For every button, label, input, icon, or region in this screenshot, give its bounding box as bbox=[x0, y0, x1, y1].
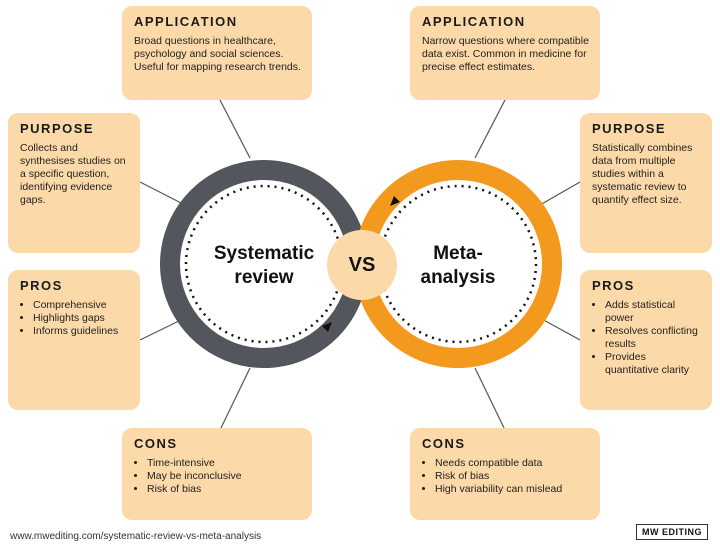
connector-left-application bbox=[219, 99, 251, 159]
list-item: Informs guidelines bbox=[33, 325, 130, 338]
connector-left-cons bbox=[219, 367, 251, 431]
card-heading: PROS bbox=[20, 278, 63, 293]
vs-circle bbox=[327, 230, 397, 300]
connector-right-pros bbox=[539, 317, 581, 341]
cons-list: Time-intensive May be inconclusive Risk … bbox=[134, 457, 302, 496]
left-pros-card: PROS Comprehensive Highlights gaps Infor… bbox=[8, 270, 140, 410]
card-text: Broad questions in healthcare, psycholog… bbox=[134, 35, 301, 73]
card-heading: CONS bbox=[134, 436, 178, 451]
card-heading: PURPOSE bbox=[592, 121, 667, 136]
left-purpose-card: PURPOSE Collects and synthesises studies… bbox=[8, 113, 140, 253]
connector-right-application bbox=[474, 99, 506, 159]
systematic-review-title: Systematic review bbox=[213, 243, 315, 288]
card-heading: PURPOSE bbox=[20, 121, 95, 136]
left-cons-card: CONS Time-intensive May be inconclusive … bbox=[122, 428, 312, 520]
list-item: Risk of bias bbox=[147, 483, 302, 496]
cons-list: Needs compatible data Risk of bias High … bbox=[422, 457, 590, 496]
card-heading: CONS bbox=[422, 436, 466, 451]
connector-right-cons bbox=[474, 367, 506, 431]
connector-right-purpose bbox=[539, 181, 581, 206]
card-heading: APPLICATION bbox=[134, 14, 238, 29]
right-cons-card: CONS Needs compatible data Risk of bias … bbox=[410, 428, 600, 520]
list-item: Needs compatible data bbox=[435, 457, 590, 470]
right-pros-card: PROS Adds statistical power Resolves con… bbox=[580, 270, 712, 410]
arrow-head-left bbox=[322, 322, 332, 332]
left-application-card: APPLICATION Broad questions in healthcar… bbox=[122, 6, 312, 100]
list-item: Adds statistical power bbox=[605, 299, 702, 325]
card-text: Statistically combines data from multipl… bbox=[592, 142, 693, 206]
list-item: May be inconclusive bbox=[147, 470, 302, 483]
list-item: Resolves conflicting results bbox=[605, 325, 702, 351]
list-item: Highlights gaps bbox=[33, 312, 130, 325]
card-text: Collects and synthesises studies on a sp… bbox=[20, 142, 126, 206]
connector-left-purpose bbox=[139, 181, 186, 206]
arrow-head-right bbox=[390, 196, 400, 206]
card-heading: APPLICATION bbox=[422, 14, 526, 29]
list-item: Risk of bias bbox=[435, 470, 590, 483]
brand-logo: MW EDITING bbox=[636, 524, 708, 540]
pros-list: Adds statistical power Resolves conflict… bbox=[592, 299, 702, 377]
source-url: www.mwediting.com/systematic-review-vs-m… bbox=[10, 531, 262, 542]
right-purpose-card: PURPOSE Statistically combines data from… bbox=[580, 113, 712, 253]
list-item: Comprehensive bbox=[33, 299, 130, 312]
card-heading: PROS bbox=[592, 278, 635, 293]
meta-analysis-dotted-path bbox=[378, 184, 538, 344]
list-item: Provides quantitative clarity bbox=[605, 351, 702, 377]
list-item: Time-intensive bbox=[147, 457, 302, 470]
right-application-card: APPLICATION Narrow questions where compa… bbox=[410, 6, 600, 100]
pros-list: Comprehensive Highlights gaps Informs gu… bbox=[20, 299, 130, 338]
list-item: High variability can mislead bbox=[435, 483, 590, 496]
vs-label: VS bbox=[348, 254, 376, 276]
meta-analysis-title: Meta- analysis bbox=[420, 243, 496, 288]
card-text: Narrow questions where compatible data e… bbox=[422, 35, 589, 73]
